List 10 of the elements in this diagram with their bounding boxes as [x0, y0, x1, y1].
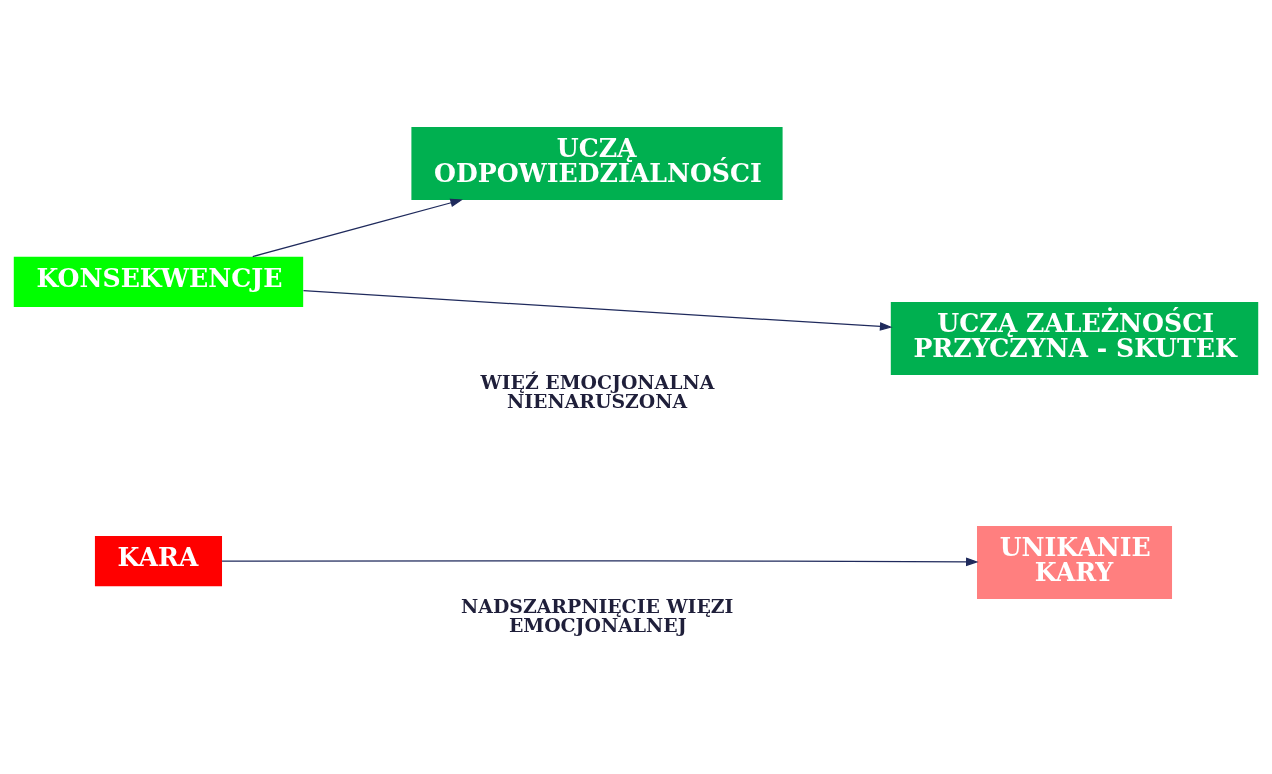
- arrow: [302, 289, 893, 331]
- node-box: KONSEKWENCJE: [13, 256, 304, 307]
- node-box: UCZĄ ODPOWIEDZIALNOŚCI: [411, 126, 783, 200]
- arrow: [252, 198, 463, 257]
- node-box: KARA: [94, 535, 222, 586]
- arrow: [221, 556, 979, 566]
- label: NADSZARPNIĘCIE WIĘZI EMOCJONALNEJ: [461, 594, 734, 636]
- node-box: UNIKANIE KARY: [977, 525, 1173, 599]
- label: WIĘŹ EMOCJONALNA NIENARUSZONA: [480, 370, 715, 412]
- node-box: UCZĄ ZALEŻNOŚCI PRZYCZYNA - SKUTEK: [890, 301, 1259, 375]
